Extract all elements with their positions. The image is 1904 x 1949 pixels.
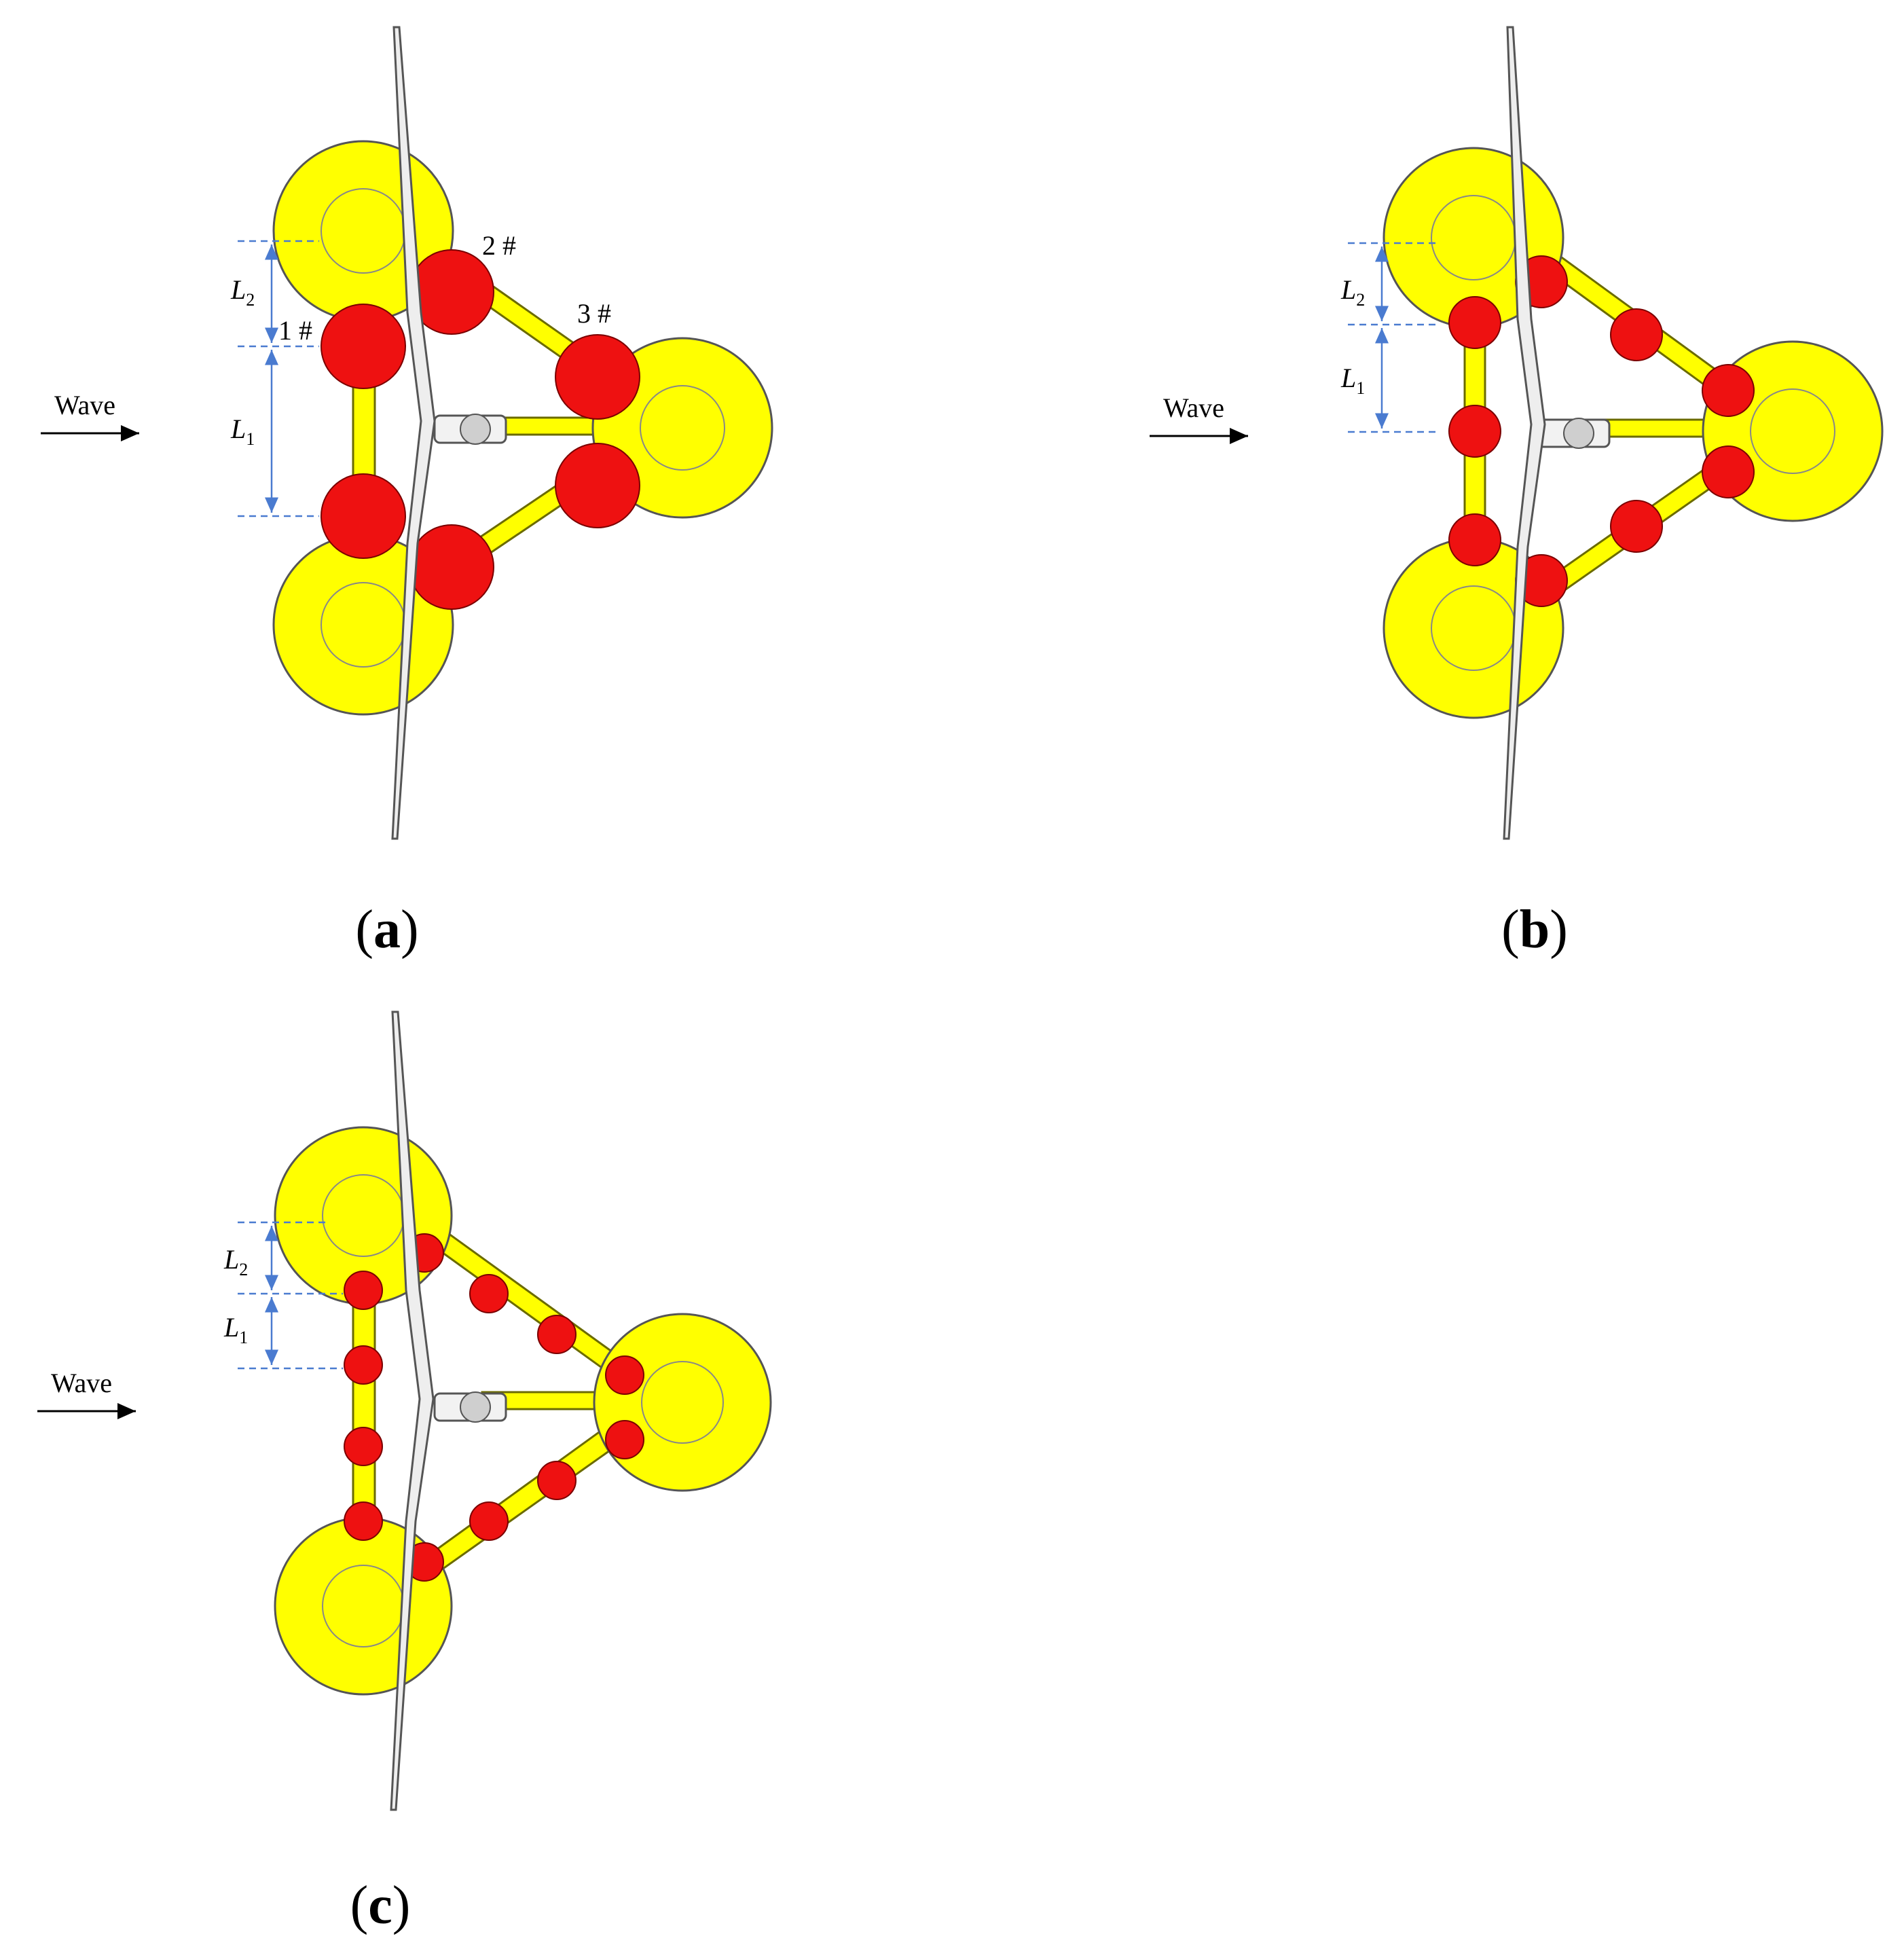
wave-label-a: Wave xyxy=(54,390,115,420)
nacelle xyxy=(433,414,507,445)
nacelle-b xyxy=(1537,418,1611,449)
dim-label-l1-c: L1 xyxy=(223,1312,248,1347)
tank-3-lower xyxy=(555,443,640,528)
dimension-lines-c xyxy=(238,1221,343,1370)
rotor-blade-c xyxy=(390,1010,435,1811)
tanks xyxy=(321,249,640,610)
tanks-b xyxy=(1448,255,1755,607)
rotor-blade-b xyxy=(1503,26,1546,840)
wave-label-b: Wave xyxy=(1163,393,1224,423)
panel-c: Wave L2 L1 (c) xyxy=(37,1010,772,1935)
wave-indicator-b: Wave xyxy=(1150,393,1248,444)
dim-label-l2-c: L2 xyxy=(223,1244,248,1279)
tank-label-2: 2 # xyxy=(482,230,516,261)
panel-label-c: (c) xyxy=(350,1876,411,1935)
tank-2-lower xyxy=(409,524,494,610)
tank-label-1: 1 # xyxy=(278,315,312,346)
column-right-c xyxy=(593,1313,772,1492)
tanks-c xyxy=(344,1233,644,1582)
wave-indicator-c: Wave xyxy=(37,1368,136,1419)
dim-label-l1-a: L1 xyxy=(230,414,255,449)
tank-1-upper xyxy=(321,304,406,389)
panel-b: Wave L2 L1 (b) xyxy=(1150,26,1884,960)
wave-label-c: Wave xyxy=(51,1368,112,1398)
rotor-blade xyxy=(391,26,436,840)
tank-3-upper xyxy=(555,334,640,420)
dimension-lines-b xyxy=(1348,242,1436,433)
wave-indicator-a: Wave xyxy=(41,390,139,441)
tank-1-lower xyxy=(321,473,406,559)
dimension-lines-a xyxy=(238,240,319,517)
nacelle-c xyxy=(433,1391,507,1423)
dim-label-l1-b: L1 xyxy=(1340,363,1365,398)
dim-label-l2-a: L2 xyxy=(230,274,255,310)
tank-label-3: 3 # xyxy=(577,298,611,329)
dim-label-l2-b: L2 xyxy=(1340,274,1365,310)
panel-label-b: (b) xyxy=(1501,900,1568,960)
panel-a: Wave L2 L1 1 # 2 # 3 # (a) xyxy=(41,26,773,960)
panel-label-a: (a) xyxy=(355,900,418,960)
